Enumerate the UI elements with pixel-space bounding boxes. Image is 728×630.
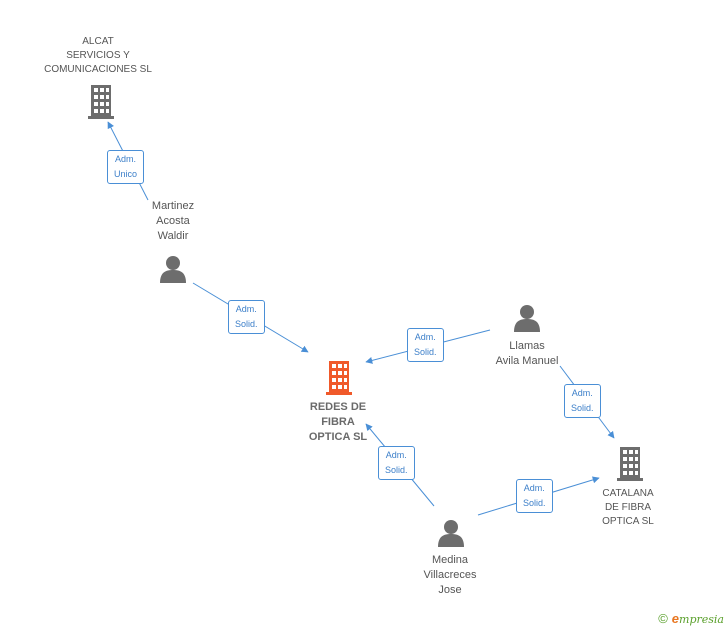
- edge-label-medina-catalana[interactable]: Adm. Solid.: [516, 479, 553, 513]
- edge-label-martinez-alcat[interactable]: Adm. Unico: [107, 150, 145, 184]
- brand-name: mpresia: [679, 613, 724, 626]
- person-icon[interactable]: [514, 305, 540, 332]
- person-icon[interactable]: [160, 256, 186, 283]
- building-icon[interactable]: [86, 85, 116, 119]
- company-label-catalana[interactable]: CATALANA DE FIBRA OPTICA SL: [602, 488, 654, 527]
- building-icon[interactable]: [617, 447, 643, 481]
- building-icon[interactable]: [326, 361, 352, 395]
- person-label-llamas[interactable]: Llamas Avila Manuel: [495, 340, 559, 367]
- person-label-medina[interactable]: Medina Villacreces Jose: [423, 554, 477, 596]
- edge-label-llamas-catalana[interactable]: Adm. Solid.: [564, 384, 601, 418]
- company-label-alcat[interactable]: ALCAT SERVICIOS Y COMUNICACIONES SL: [44, 36, 152, 75]
- brand-initial: e: [671, 611, 680, 626]
- edge-label-llamas-redes[interactable]: Adm. Solid.: [407, 328, 444, 362]
- person-icon[interactable]: [438, 520, 464, 547]
- company-label-redes[interactable]: REDES DE FIBRA OPTICA SL: [308, 401, 368, 443]
- person-label-martinez[interactable]: Martinez Acosta Waldir: [151, 200, 195, 242]
- empresia-logo: ©empresia: [658, 611, 724, 626]
- edge-label-martinez-redes[interactable]: Adm. Solid.: [228, 300, 265, 334]
- copyright-icon: ©: [658, 611, 668, 626]
- edge-label-medina-redes[interactable]: Adm. Solid.: [378, 446, 415, 480]
